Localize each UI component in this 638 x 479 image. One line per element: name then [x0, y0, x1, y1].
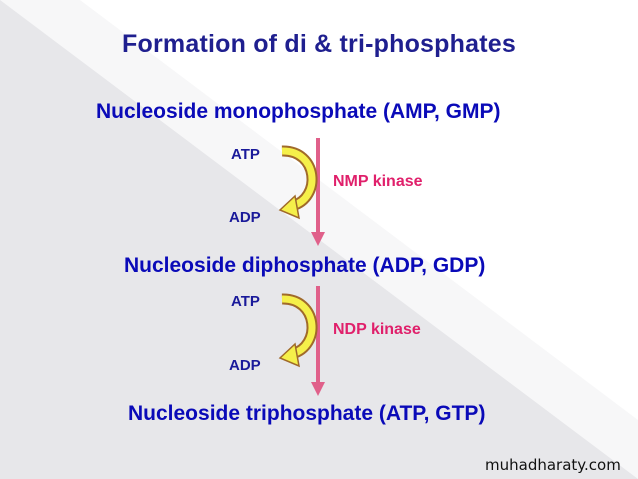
atp-input-label: ATP: [231, 146, 260, 163]
ndp-kinase-label: NDP kinase: [333, 321, 421, 338]
curved-arrow-icon: [278, 145, 318, 220]
nmp-kinase-label: NMP kinase: [333, 173, 423, 190]
curved-arrow-icon: [278, 293, 318, 368]
watermark-text: muhadharaty.com: [485, 456, 621, 474]
main-down-arrow-icon: [311, 286, 325, 396]
main-down-arrow-icon: [311, 138, 325, 246]
nucleoside-diphosphate-label: Nucleoside diphosphate (ADP, GDP): [124, 254, 486, 277]
atp-input-label: ATP: [231, 293, 260, 310]
adp-output-label: ADP: [229, 209, 261, 226]
nucleoside-triphosphate-label: Nucleoside triphosphate (ATP, GTP): [128, 402, 486, 425]
slide-title: Formation of di & tri-phosphates: [122, 30, 516, 58]
adp-output-label: ADP: [229, 357, 261, 374]
nucleoside-monophosphate-label: Nucleoside monophosphate (AMP, GMP): [96, 100, 501, 123]
